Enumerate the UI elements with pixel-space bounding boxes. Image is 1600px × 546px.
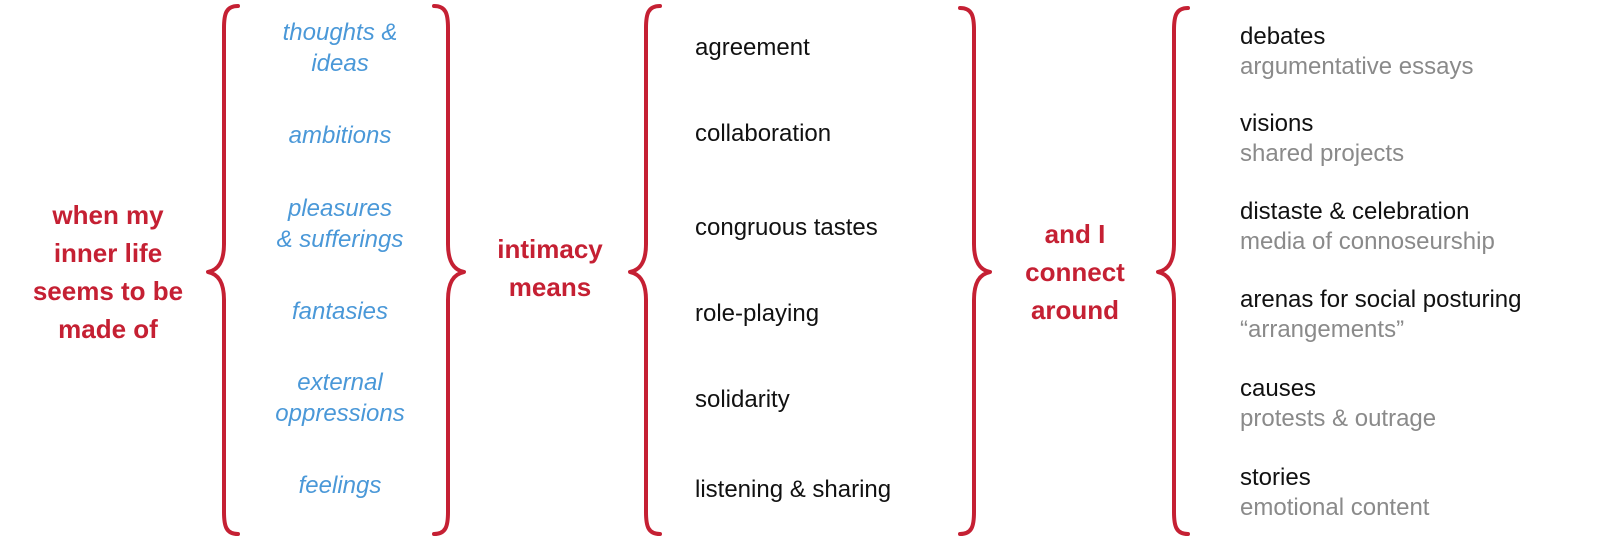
inner-life-label: when my inner life seems to be made of	[32, 200, 184, 344]
intimacy-label: intimacy means	[497, 234, 603, 302]
connect-item-arenas: arenas for social posturing “arrangement…	[1240, 285, 1521, 345]
open-brace-1	[206, 4, 240, 536]
open-brace-3	[1156, 6, 1190, 536]
connect-item-subtitle: media of connoseurship	[1240, 228, 1495, 255]
inner-life-item-external-oppressions: external oppressions	[275, 369, 405, 427]
connect-item-subtitle: shared projects	[1240, 140, 1405, 167]
inner-life-item-ambitions: ambitions	[288, 122, 392, 149]
intimacy-item-listening-sharing: listening & sharing	[695, 476, 892, 503]
connect-item-subtitle: “arrangements”	[1240, 316, 1405, 343]
intimacy-item-congruous-tastes: congruous tastes	[695, 214, 878, 241]
connect-item-title: arenas for social posturing	[1240, 286, 1522, 313]
connect-item-visions: visions shared projects	[1240, 109, 1404, 169]
open-brace-2	[628, 4, 662, 536]
intimacy-item-agreement: agreement	[695, 34, 810, 61]
connect-item-subtitle: protests & outrage	[1240, 405, 1437, 432]
connect-label: and I connect around	[1025, 219, 1125, 325]
close-brace-2	[958, 6, 992, 536]
close-brace-1	[432, 4, 466, 536]
connect-item-causes: causes protests & outrage	[1240, 374, 1436, 434]
inner-life-item-feelings: feelings	[298, 472, 382, 499]
inner-life-item-fantasies: fantasies	[291, 298, 389, 325]
connect-item-debates: debates argumentative essays	[1240, 22, 1473, 82]
connect-item-title: causes	[1240, 375, 1317, 402]
connect-item-stories: stories emotional content	[1240, 463, 1429, 523]
intimacy-item-solidarity: solidarity	[695, 386, 790, 413]
connect-item-title: stories	[1240, 464, 1311, 491]
connect-item-subtitle: emotional content	[1240, 494, 1430, 521]
connect-item-title: distaste & celebration	[1240, 198, 1470, 225]
intimacy-item-collaboration: collaboration	[695, 120, 832, 147]
connect-item-subtitle: argumentative essays	[1240, 53, 1474, 80]
inner-life-item-pleasures: pleasures & sufferings	[276, 195, 404, 253]
inner-life-item-thoughts: thoughts & ideas	[282, 19, 398, 77]
intimacy-item-role-playing: role-playing	[695, 300, 820, 327]
connect-item-title: debates	[1240, 23, 1326, 50]
connect-item-title: visions	[1240, 110, 1314, 137]
connect-item-distaste: distaste & celebration media of connoseu…	[1240, 197, 1495, 257]
